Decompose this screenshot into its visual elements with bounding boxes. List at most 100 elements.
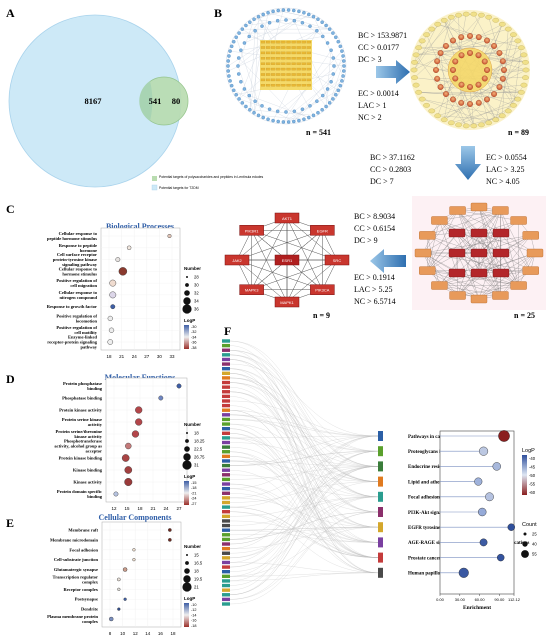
term-label: activity: [88, 422, 103, 427]
network-node: [321, 93, 325, 98]
enrichment-dot: [474, 477, 483, 486]
network-edge: [253, 16, 259, 113]
color-legend-title: LogP: [184, 318, 195, 323]
criteria-1: BC > 153.9871 CC > 0.0177 DC > 3 EC > 0.…: [358, 31, 407, 122]
network-node: [271, 67, 276, 71]
network-node: [423, 32, 430, 38]
network-node: [449, 291, 466, 300]
x-tick-label: 18: [106, 354, 112, 359]
network-node: [281, 78, 286, 82]
sankey-link: [229, 350, 379, 452]
size-legend-label: 22.5: [194, 447, 203, 452]
network-edge: [422, 210, 458, 254]
network-node: [281, 46, 286, 49]
size-legend-title: Number: [184, 422, 201, 427]
network-node: [260, 104, 264, 108]
network-node: [492, 228, 510, 238]
hub-gene-label: SRC: [333, 258, 342, 263]
x-tick-label: 33: [169, 354, 175, 359]
network-node: [286, 46, 291, 49]
network-node: [411, 60, 418, 65]
network-node: [237, 97, 241, 101]
sankey-link: [229, 428, 379, 558]
size-legend-label: 30: [194, 283, 199, 288]
network-node: [302, 10, 306, 15]
term-label: acceptor: [86, 449, 103, 454]
gene-node: [222, 542, 230, 546]
network-node: [275, 109, 280, 114]
x-tick-label: 24: [132, 354, 138, 359]
network-node: [470, 123, 478, 129]
network-node: [301, 57, 306, 60]
hub-gene-label: ESR1: [282, 258, 293, 263]
sankey-link: [229, 435, 379, 439]
term-label: Cellular response to: [59, 290, 98, 295]
term-label: Protein domain specific: [57, 489, 102, 494]
network-edge: [413, 24, 503, 71]
network-node: [296, 51, 301, 55]
term-label: pathway: [80, 345, 97, 350]
network-edge: [236, 230, 323, 261]
network-node: [418, 96, 426, 102]
gene-node: [222, 459, 230, 463]
sankey-link: [229, 511, 379, 600]
network-edge: [437, 78, 514, 106]
network-node: [229, 83, 234, 88]
term-label: Response to growth factor: [47, 304, 97, 309]
legend-swatch-lentinula: [152, 176, 157, 181]
network-node: [301, 51, 306, 55]
term-label: Enzyme-linked: [68, 335, 97, 340]
dot-mark: [135, 406, 143, 414]
network-node: [234, 35, 238, 40]
sankey-link: [229, 466, 379, 559]
network-node: [300, 21, 305, 25]
network-node: [266, 10, 270, 15]
network-node: [275, 18, 280, 23]
network-node: [341, 74, 345, 78]
network-edge: [294, 81, 332, 112]
sankey-link: [229, 474, 379, 497]
network-node: [234, 92, 238, 97]
network-edge: [500, 235, 531, 274]
network-node: [510, 102, 517, 108]
network-node: [334, 35, 338, 40]
network-node: [306, 67, 311, 71]
network-node: [281, 120, 286, 124]
network-node: [514, 96, 522, 102]
sankey-link: [229, 527, 379, 577]
network-edge: [249, 14, 264, 37]
network-node: [499, 58, 506, 65]
network-node: [450, 37, 456, 44]
dot-mark: [135, 418, 143, 426]
panel-letter-e: E: [6, 516, 14, 530]
term-label: Protein kinase binding: [59, 456, 103, 461]
network-25: [412, 196, 546, 310]
network-node: [329, 48, 333, 53]
network-edge: [478, 206, 531, 271]
network-node: [341, 54, 345, 58]
gene-node: [222, 583, 230, 588]
network-edge: [302, 22, 323, 37]
network-node: [496, 84, 503, 90]
network-edge: [440, 40, 488, 54]
gene-node: [222, 482, 230, 486]
network-node: [452, 58, 459, 65]
network-node: [228, 79, 232, 83]
network-edge: [251, 230, 288, 303]
color-legend-label: -18: [191, 486, 197, 490]
dot-mark: [123, 597, 127, 601]
network-node: [450, 96, 456, 103]
dot-mark: [121, 454, 130, 462]
network-node: [271, 73, 276, 76]
pathway-label: Proteoglycans in cancer: [408, 450, 460, 455]
chart-title-c: Biological Processes: [106, 222, 174, 231]
network-node: [467, 101, 473, 107]
network-node: [281, 67, 286, 71]
network-node: [458, 99, 465, 106]
dot-mark: [131, 430, 140, 438]
network-node: [498, 21, 506, 27]
enrichment-dot: [492, 462, 501, 471]
network-node: [276, 84, 281, 87]
